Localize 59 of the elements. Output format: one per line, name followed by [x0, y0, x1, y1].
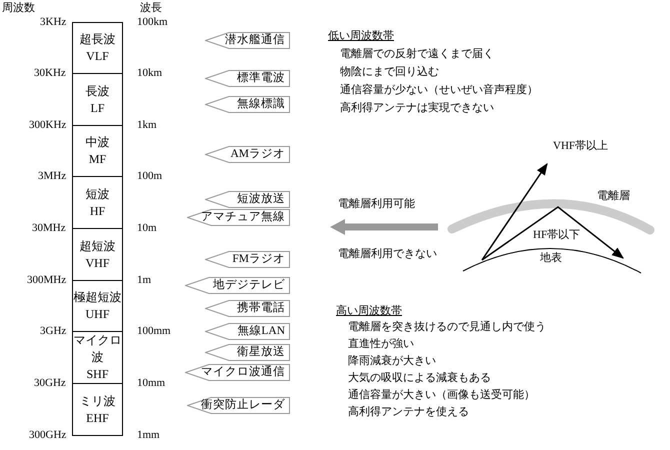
note-text: 物陰にまで回り込む — [340, 66, 439, 79]
diagram-label: 電離層利用できない — [338, 248, 437, 261]
note-text: 降雨減衰が大きい — [348, 355, 436, 368]
band-cell: 中波 MF — [72, 125, 123, 177]
frequency-value: 300GHz — [29, 429, 66, 442]
wavelength-value: 1m — [137, 274, 152, 287]
wavelength-value: 10m — [137, 222, 157, 235]
frequency-value: 30MHz — [32, 222, 66, 235]
note-text: 電離層での反射で遠くまで届く — [340, 48, 494, 61]
section-heading: 低い周波数帯 — [328, 30, 394, 43]
note-text: 直進性が強い — [348, 338, 414, 351]
frequency-value: 3KHz — [40, 16, 66, 29]
diagram-label: VHF帯以上 — [553, 140, 608, 153]
wavelength-value: 1mm — [137, 429, 160, 442]
axis-title: 波長 — [140, 2, 162, 15]
wavelength-value: 100km — [137, 16, 168, 29]
pointer-tag: 短波放送 — [205, 191, 290, 208]
wavelength-value: 100m — [137, 170, 162, 183]
frequency-value: 3MHz — [38, 170, 66, 183]
pointer-tag: 衛星放送 — [205, 344, 290, 361]
frequency-value: 3GHz — [40, 325, 66, 338]
band-cell: 超長波 VLF — [72, 22, 123, 74]
pointer-tag: 無線LAN — [205, 323, 290, 340]
band-cell: 短波 HF — [72, 176, 123, 229]
band-cell: ミリ波 EHF — [72, 383, 123, 436]
note-text: 高利得アンテナを使える — [348, 406, 469, 419]
wavelength-value: 1km — [137, 119, 157, 132]
band-cell: マイクロ波 SHF — [72, 331, 123, 384]
pointer-tag: 地デジテレビ — [185, 277, 290, 294]
pointer-tag: アマチュア無線 — [187, 209, 290, 226]
diagram-label: HF帯以下 — [533, 229, 580, 242]
note-text: 電離層を突き抜けるので見通し内で使う — [348, 321, 546, 334]
band-cell: 超短波 VHF — [72, 228, 123, 281]
pointer-tag: 潜水艦通信 — [205, 32, 290, 49]
axis-title: 周波数 — [2, 2, 35, 15]
band-cell: 長波 LF — [72, 73, 123, 126]
section-heading: 高い周波数帯 — [336, 305, 402, 318]
note-text: 通信容量が大きい（画像も送受可能） — [348, 389, 535, 402]
diagram-label: 地表 — [540, 252, 562, 265]
note-text: 通信容量が少ない（せいぜい音声程度） — [340, 84, 538, 97]
diagram-label: 電離層利用可能 — [338, 198, 415, 211]
pointer-tag: 衝突防止レーダ — [187, 397, 290, 414]
diagram-label: 電離層 — [597, 190, 630, 203]
band-cell: 極超短波 UHF — [72, 280, 123, 332]
pointer-tag: 標準電波 — [205, 70, 290, 87]
pointer-tag: AMラジオ — [205, 146, 290, 163]
frequency-value: 30GHz — [34, 377, 66, 390]
wavelength-value: 10mm — [137, 377, 166, 390]
wavelength-value: 10km — [137, 67, 162, 80]
note-text: 大気の吸収による減衰もある — [348, 372, 491, 385]
note-text: 高利得アンテナは実現できない — [340, 102, 494, 115]
pointer-tag: FMラジオ — [205, 251, 290, 268]
frequency-value: 30KHz — [34, 67, 66, 80]
pointer-tag: 無線標識 — [205, 96, 290, 113]
frequency-value: 300MHz — [27, 274, 66, 287]
pointer-tag: マイクロ波通信 — [185, 364, 290, 381]
pointer-tag: 携帯電話 — [205, 300, 290, 317]
frequency-value: 300KHz — [29, 119, 66, 132]
wavelength-value: 100mm — [137, 325, 171, 338]
